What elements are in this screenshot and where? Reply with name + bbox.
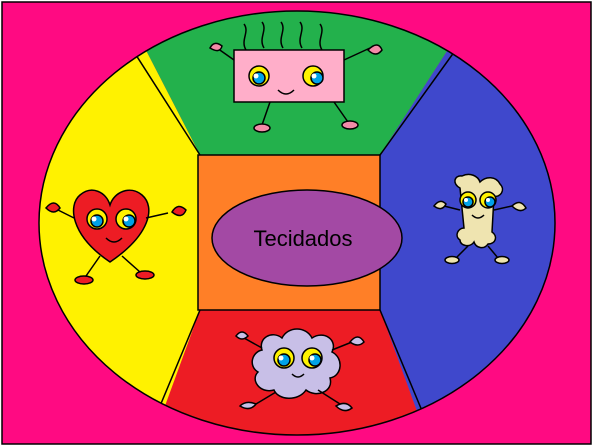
center-oval [211, 189, 403, 287]
bone-tissue-character [432, 173, 527, 265]
outer-oval-outline [38, 10, 556, 436]
heart-tissue-character [44, 189, 187, 285]
nerve-tissue-character [235, 328, 365, 412]
center-label: Tecidados [253, 226, 352, 251]
muscle-tissue-character [209, 21, 383, 133]
